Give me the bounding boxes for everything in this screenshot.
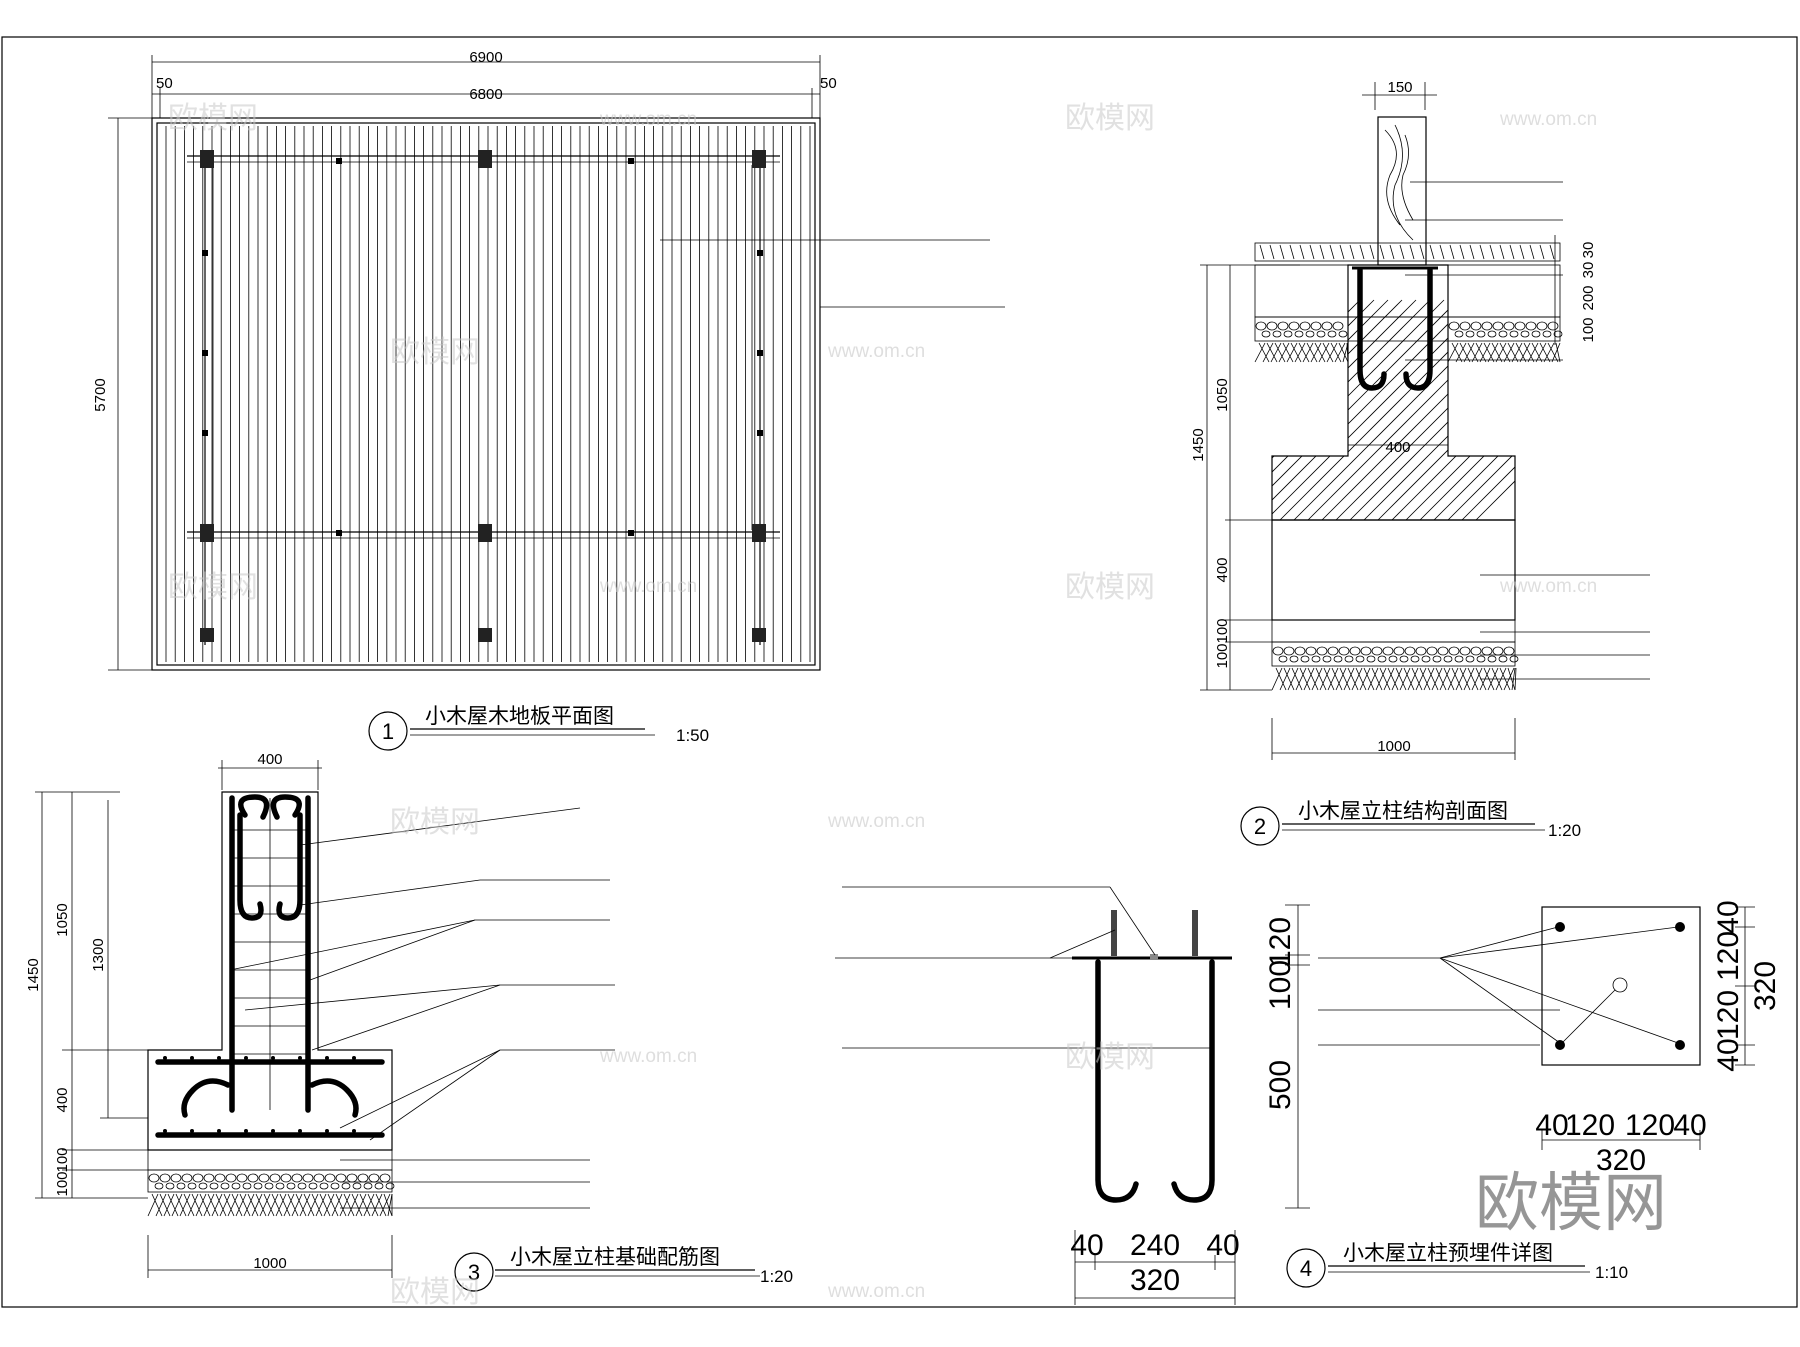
dim-1000: 1000 (1377, 738, 1410, 755)
drawing-number: 3 (468, 1260, 480, 1285)
dim-120: 120 (1565, 1109, 1615, 1142)
drawing-scale: 1:20 (760, 1267, 793, 1286)
drawing-title: 小木屋立柱预埋件详图 (1343, 1241, 1553, 1265)
dim-320: 320 (1596, 1144, 1646, 1177)
dim-40: 40 (1070, 1229, 1103, 1262)
brand-logo: 欧模网 (1475, 1167, 1667, 1241)
drawing-scale: 1:20 (1548, 821, 1581, 840)
watermark-url: www.om.cn (827, 811, 925, 832)
drawing-number: 1 (382, 719, 394, 744)
dim-1050: 1050 (54, 903, 71, 936)
watermark-brand: 欧模网 (390, 335, 480, 370)
watermark-brand: 欧模网 (390, 1275, 480, 1310)
concrete-hatch (1272, 299, 1515, 520)
dim-50-right: 50 (820, 75, 837, 92)
dim-120: 120 (1712, 931, 1745, 981)
drawing-number: 2 (1254, 814, 1266, 839)
drawing-title: 小木屋木地板平面图 (425, 704, 614, 728)
post-block (200, 150, 214, 168)
dim-100: 100 (1264, 960, 1297, 1010)
watermark-url: www.om.cn (1499, 109, 1597, 130)
watermark-brand: 欧模网 (390, 805, 480, 840)
dim-1300: 1300 (90, 938, 107, 971)
dim-240: 240 (1130, 1229, 1180, 1262)
watermark-url: www.om.cn (1499, 576, 1597, 597)
dim-40: 40 (1712, 1038, 1745, 1071)
dim-400: 400 (257, 751, 282, 768)
dim-500: 500 (1264, 1060, 1297, 1110)
dim-120: 120 (1712, 990, 1745, 1040)
watermark-url: www.om.cn (599, 109, 697, 130)
post-section-drawing: 150 30 (1190, 79, 1650, 846)
dim-1450: 1450 (25, 958, 42, 991)
drawing-scale: 1:10 (1595, 1263, 1628, 1282)
drawing-number: 4 (1300, 1256, 1312, 1281)
drawing-number-badge (368, 711, 408, 751)
dim-30: 30 (1580, 262, 1597, 279)
dim-320: 320 (1130, 1264, 1180, 1297)
dim-120: 120 (1264, 917, 1297, 967)
dim-120: 120 (1625, 1109, 1675, 1142)
dim-100: 100 (1214, 643, 1231, 668)
dim-100: 100 (1580, 317, 1597, 342)
dim-100: 100 (54, 1171, 71, 1196)
dim-150: 150 (1387, 79, 1412, 96)
dim-6800: 6800 (469, 86, 502, 103)
floor-boards (165, 126, 811, 662)
dim-100: 100 (1214, 618, 1231, 643)
dim-40: 40 (1206, 1229, 1239, 1262)
dim-40: 40 (1712, 900, 1745, 933)
dim-30: 30 (1580, 242, 1597, 259)
watermark-brand: 欧模网 (168, 101, 258, 136)
watermark-url: www.om.cn (599, 1046, 697, 1067)
dim-1000: 1000 (253, 1255, 286, 1272)
watermark-brand: 欧模网 (1065, 101, 1155, 136)
drawing-title: 小木屋立柱基础配筋图 (510, 1245, 720, 1269)
dim-40: 40 (1535, 1109, 1568, 1142)
dim-1050: 1050 (1214, 378, 1231, 411)
embedded-part-drawing: 120 100 500 40 240 40 320 (835, 886, 1782, 1305)
dim-400: 400 (1214, 557, 1231, 582)
watermark-url: www.om.cn (599, 576, 697, 597)
watermark-url: www.om.cn (827, 341, 925, 362)
floor-plan-drawing: 6900 6800 50 50 5700 (92, 49, 1005, 751)
dim-400: 400 (54, 1087, 71, 1112)
drawing-scale: 1:50 (676, 726, 709, 745)
dim-40: 40 (1673, 1109, 1706, 1142)
watermark-brand: 欧模网 (1065, 570, 1155, 605)
sheet-border (1, 36, 1798, 1308)
watermark-layer: 欧模网 www.om.cn 欧模网 www.om.cn 欧模网 www.om.c… (168, 101, 1597, 1310)
dim-100: 100 (54, 1147, 71, 1172)
dim-50-left: 50 (156, 75, 173, 92)
dim-200: 200 (1580, 285, 1597, 310)
watermark-brand: 欧模网 (168, 570, 258, 605)
watermark-brand: 欧模网 (1065, 1040, 1155, 1075)
drawing-title: 小木屋立柱结构剖面图 (1298, 799, 1508, 823)
dim-1450: 1450 (1190, 428, 1207, 461)
dim-5700: 5700 (92, 378, 109, 411)
dim-320: 320 (1749, 961, 1782, 1011)
dim-400-width: 400 (1385, 439, 1410, 456)
watermark-url: www.om.cn (827, 1281, 925, 1302)
foundation-rebar-drawing: 400 (25, 751, 793, 1292)
dim-6900: 6900 (469, 49, 502, 66)
